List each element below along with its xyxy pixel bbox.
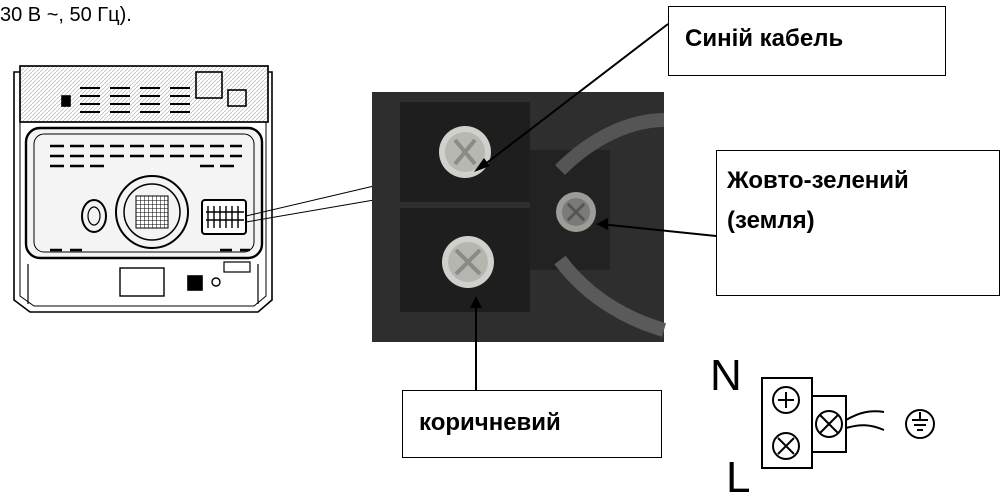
terminal-block-photo xyxy=(372,92,667,342)
header-text-fragment: 30 В ~, 50 Гц). xyxy=(0,4,132,26)
zoom-leader-lines xyxy=(245,185,375,223)
callout-arrowheads xyxy=(470,158,608,308)
callout-box-blue-cable: Синій кабель xyxy=(668,6,946,76)
neutral-letter: N xyxy=(710,351,742,400)
oven-back-drawing xyxy=(13,65,273,313)
callout-box-brown: коричневий xyxy=(402,390,662,458)
callout-label-ground-line1: Жовто-зелений xyxy=(727,167,909,194)
callout-label-blue-cable: Синій кабель xyxy=(685,25,844,52)
live-letter: L xyxy=(726,453,751,502)
callout-box-ground: Жовто-зелений (земля) xyxy=(716,150,1000,296)
callout-label-brown: коричневий xyxy=(419,409,561,436)
terminal-symbol-diagram xyxy=(761,377,935,469)
callout-lines xyxy=(475,23,717,390)
callout-label-ground-line2: (земля) xyxy=(727,207,815,234)
